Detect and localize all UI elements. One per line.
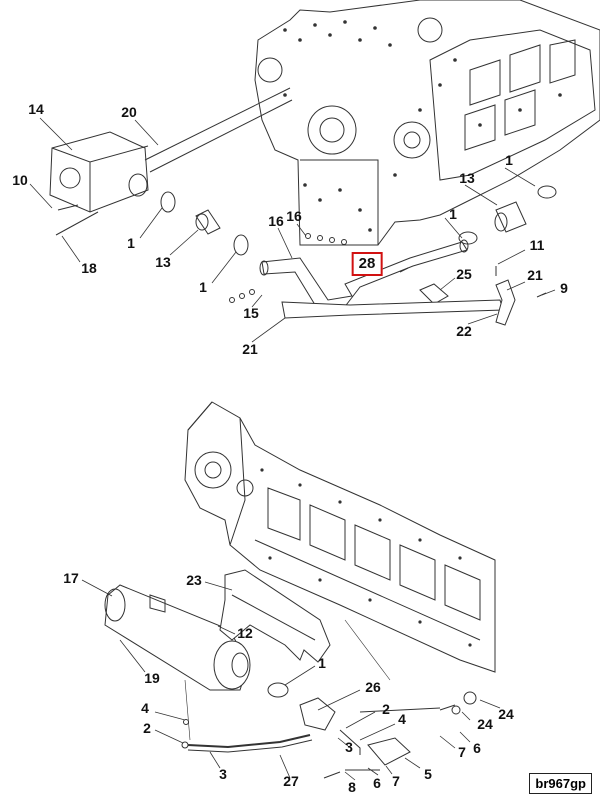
air-reservoir-tank: [104, 584, 251, 691]
callout-9[interactable]: 9: [560, 280, 568, 296]
callout-7[interactable]: 7: [392, 773, 400, 789]
callout-28-highlighted[interactable]: 28: [351, 252, 383, 276]
callout-12[interactable]: 12: [237, 625, 253, 641]
callout-4[interactable]: 4: [398, 711, 406, 727]
callout-14[interactable]: 14: [28, 101, 44, 117]
air-compressor-unit: [49, 131, 149, 213]
callout-11[interactable]: 11: [529, 237, 545, 253]
callout-21[interactable]: 21: [242, 341, 258, 357]
callout-19[interactable]: 19: [144, 670, 160, 686]
callout-10[interactable]: 10: [12, 172, 28, 188]
tank-mounting-bracket: [219, 569, 331, 663]
callout-18[interactable]: 18: [81, 260, 97, 276]
callout-17[interactable]: 17: [63, 570, 79, 586]
callout-1[interactable]: 1: [127, 235, 135, 251]
callout-13[interactable]: 13: [155, 254, 171, 270]
callout-21[interactable]: 21: [527, 267, 543, 283]
callout-25[interactable]: 25: [456, 266, 472, 282]
hose-clamp-1a: [160, 191, 176, 213]
cover-bolts-top: [283, 20, 562, 232]
callout-26[interactable]: 26: [365, 679, 381, 695]
callout-16[interactable]: 16: [268, 213, 284, 229]
sleeve-25: [419, 283, 449, 305]
sleeve-13b: [494, 201, 527, 233]
callout-1[interactable]: 1: [199, 279, 207, 295]
callout-23[interactable]: 23: [186, 572, 202, 588]
callout-6[interactable]: 6: [373, 775, 381, 791]
block-bolts-bottom: [260, 468, 472, 647]
callout-2[interactable]: 2: [143, 720, 151, 736]
callout-2[interactable]: 2: [382, 701, 390, 717]
callout-3[interactable]: 3: [219, 766, 227, 782]
callout-1[interactable]: 1: [318, 655, 326, 671]
sleeve-13a: [195, 209, 221, 235]
callout-6[interactable]: 6: [473, 740, 481, 756]
callout-24[interactable]: 24: [498, 706, 514, 722]
callout-1[interactable]: 1: [505, 152, 513, 168]
callout-16[interactable]: 16: [286, 208, 302, 224]
drawing-reference-code: br967gp: [529, 773, 592, 794]
hose-clamp-1b: [233, 234, 249, 256]
callout-22[interactable]: 22: [456, 323, 472, 339]
engine-front-cover-top: [254, 0, 600, 246]
hose-clamp-1c: [537, 185, 557, 199]
o-rings-16: [229, 233, 347, 303]
callout-24[interactable]: 24: [477, 716, 493, 732]
callout-5[interactable]: 5: [424, 766, 432, 782]
callout-20[interactable]: 20: [121, 104, 137, 120]
callout-15[interactable]: 15: [243, 305, 259, 321]
callout-8[interactable]: 8: [348, 779, 356, 795]
callout-4[interactable]: 4: [141, 700, 149, 716]
callout-13[interactable]: 13: [459, 170, 475, 186]
callout-7[interactable]: 7: [458, 744, 466, 760]
callout-27[interactable]: 27: [283, 773, 299, 789]
callout-1[interactable]: 1: [449, 206, 457, 222]
callout-3[interactable]: 3: [345, 739, 353, 755]
